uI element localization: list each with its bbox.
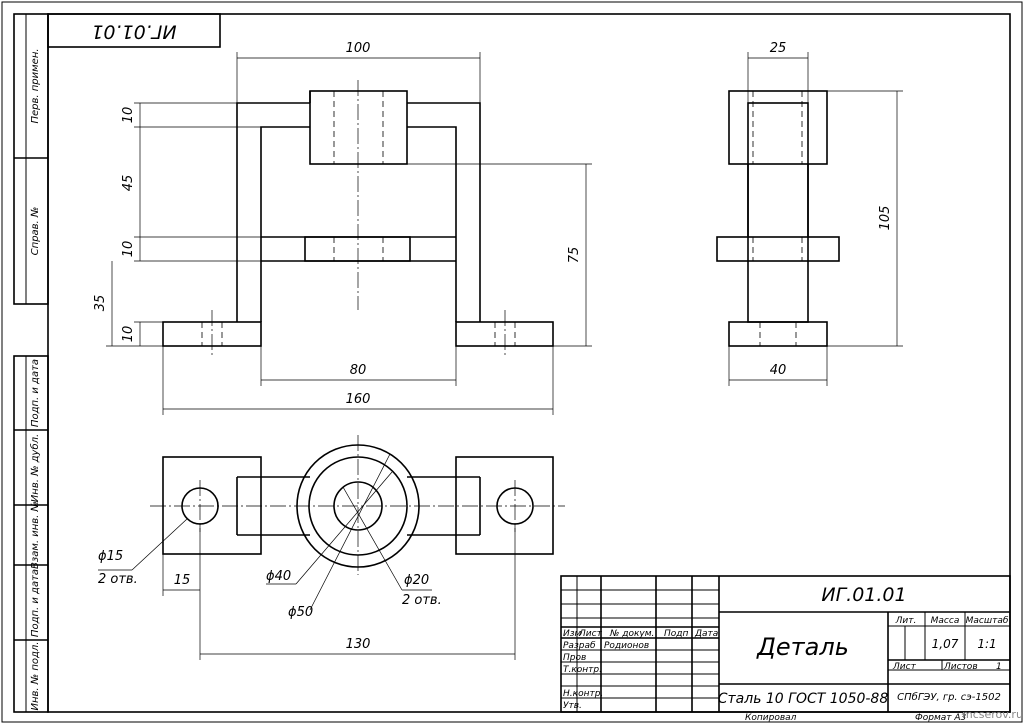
title-block: Изм Лист № докум. Подп Дата Разраб Родио… (560, 575, 1011, 713)
dim-10-bot: 10 (121, 326, 136, 343)
front-view (162, 80, 554, 356)
watermark: mcserov.ru (962, 708, 1023, 721)
inner-frame (47, 13, 1011, 713)
dim-35: 35 (93, 295, 108, 312)
side-label-3: Инв. № дубл. (29, 434, 41, 502)
hdr-razrab: Разраб (563, 641, 596, 651)
dim-side-25: 25 (770, 41, 787, 56)
dim-130: 130 (346, 637, 371, 652)
hdr-massa: Масса (931, 616, 960, 626)
side-dimensions: 25 105 40 (728, 41, 903, 386)
hdr-doc-num: № докум. (609, 629, 654, 639)
dim-75: 75 (567, 247, 582, 264)
hdr-date: Дата (694, 629, 718, 639)
copied-label: Копировал (745, 713, 797, 723)
front-dimensions: 100 10 45 10 35 10 75 80 160 (93, 41, 592, 415)
sheets-total: 1 (996, 662, 1002, 672)
top-code-box: ИГ.01.01 (47, 13, 221, 48)
developer-name: Родионов (604, 641, 649, 651)
hdr-nkontr: Н.контр. (563, 689, 603, 699)
dim-holes20-count: 2 отв. (402, 593, 442, 608)
dim-side-40: 40 (770, 363, 787, 378)
dim-phi15: ϕ15 (98, 549, 123, 564)
side-label-2: Подп. и дата (30, 359, 41, 427)
hdr-lit: Лит. (895, 616, 917, 626)
dim-side-105: 105 (878, 206, 893, 231)
hdr-listov: Листов (943, 662, 978, 672)
side-label-4: Взам. инв. № (30, 501, 41, 569)
dim-80: 80 (350, 363, 367, 378)
side-label-6: Инв. № подл. (30, 642, 41, 711)
stamp-code: ИГ.01.01 (821, 584, 906, 606)
dim-10-mid: 10 (121, 241, 136, 258)
side-label-0: Перв. примен. (30, 48, 41, 123)
side-view (716, 90, 840, 347)
hdr-sign: Подп (664, 629, 688, 639)
dim-160: 160 (346, 392, 371, 407)
dim-phi20: ϕ20 (404, 573, 429, 588)
dim-45: 45 (121, 175, 136, 192)
left-strip: Перв. примен. Справ. № Подп. и дата Инв.… (13, 13, 49, 713)
dim-15: 15 (174, 573, 191, 588)
part-name: Деталь (756, 633, 849, 661)
format-label: Формат А3 (915, 713, 967, 723)
hdr-list: Лист (578, 629, 603, 639)
hdr-izm: Изм (563, 629, 582, 639)
top-dimensions: ϕ15 2 отв. 15 ϕ40 ϕ50 ϕ20 2 отв. 130 (98, 453, 516, 660)
hdr-tkontr: Т.контр. (563, 665, 602, 675)
dim-phi40: ϕ40 (266, 569, 291, 584)
top-view (150, 435, 565, 575)
hdr-masshtab: Масштаб (966, 616, 1009, 626)
hdr-prov: Пров (563, 653, 586, 663)
dim-100: 100 (346, 41, 371, 56)
mass-value: 1,07 (932, 637, 959, 651)
scale-value: 1:1 (977, 637, 996, 651)
dim-10-top: 10 (121, 107, 136, 124)
dim-holes-count: 2 отв. (98, 572, 138, 587)
hdr-list2: Лист (892, 662, 917, 672)
material: Сталь 10 ГОСТ 1050-88 (718, 691, 889, 707)
dim-phi50: ϕ50 (288, 605, 313, 620)
organization: СПбГЭУ, гр. сэ-1502 (897, 691, 1001, 703)
side-label-5: Подп. и дата (30, 569, 41, 637)
hdr-utv: Утв. (563, 701, 582, 711)
side-label-1: Справ. № (30, 207, 41, 256)
top-code-text: ИГ.01.01 (91, 21, 176, 43)
